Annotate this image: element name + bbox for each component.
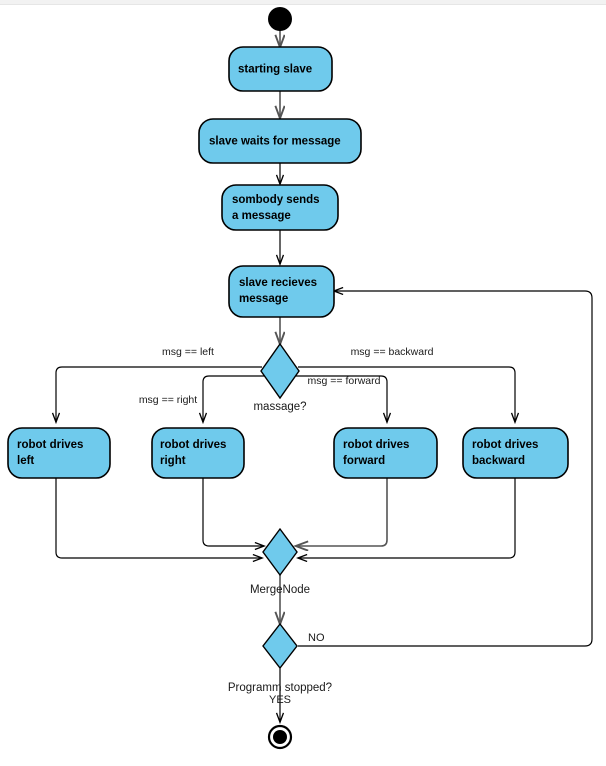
action-node-robot-drives-forward[interactable]: robot drives forward xyxy=(333,427,438,479)
edge-label-no: NO xyxy=(308,632,325,644)
top-strip xyxy=(0,0,606,5)
merge-node-label: MergeNode xyxy=(250,584,310,596)
action-node-starting-slave[interactable]: starting slave xyxy=(228,46,333,92)
action-robot-right-label-line1: robot drives xyxy=(160,439,226,451)
edge-no-loop-to-receive xyxy=(298,291,593,647)
edge-label-msg-backward: msg == backward xyxy=(351,346,434,358)
action-slave-waits-shape xyxy=(198,118,362,164)
action-starting-slave-shape xyxy=(228,46,333,92)
action-starting-slave-label: starting slave xyxy=(238,64,312,76)
action-robot-backward-label-line2: backward xyxy=(472,455,525,467)
edge-decision-to-left xyxy=(56,366,262,422)
edge-decision-to-forward xyxy=(294,375,387,422)
decision-node-program-stopped[interactable] xyxy=(262,622,298,670)
action-slave-recieves-label-line2: message xyxy=(239,293,288,305)
edge-decision-to-right xyxy=(203,375,266,422)
action-robot-forward-label-line1: robot drives xyxy=(343,439,409,451)
initial-node xyxy=(268,7,292,31)
action-sombody-sends-label-line2: a message xyxy=(232,210,291,222)
action-sombody-sends-label-line1: sombody sends xyxy=(232,194,320,206)
action-robot-backward-shape xyxy=(462,427,569,479)
action-robot-right-label-line2: right xyxy=(160,455,186,467)
action-slave-recieves-shape xyxy=(228,265,335,318)
edge-backward-to-merge xyxy=(298,478,516,558)
action-sombody-sends-shape xyxy=(221,184,339,231)
edge-decision-to-backward xyxy=(298,366,515,422)
decision-message-label: massage? xyxy=(253,401,306,413)
decision-program-stopped-label: Programm stopped? xyxy=(228,682,332,694)
action-robot-left-shape xyxy=(7,427,111,479)
edge-label-msg-forward: msg == forward xyxy=(308,375,381,387)
action-node-robot-drives-left[interactable]: robot drives left xyxy=(7,427,111,479)
action-slave-recieves-label-line1: slave recieves xyxy=(239,277,317,289)
final-node-dot xyxy=(273,730,287,744)
action-robot-right-shape xyxy=(151,427,245,479)
action-node-robot-drives-backward[interactable]: robot drives backward xyxy=(462,427,569,479)
decision-node-message[interactable] xyxy=(260,342,300,400)
action-node-robot-drives-right[interactable]: robot drives right xyxy=(151,427,245,479)
edge-label-yes: YES xyxy=(269,694,291,706)
edge-forward-to-merge xyxy=(296,478,388,546)
action-robot-forward-shape xyxy=(333,427,438,479)
action-robot-forward-label-line2: forward xyxy=(343,455,385,467)
action-robot-left-label-line1: robot drives xyxy=(17,439,83,451)
final-node xyxy=(267,724,293,750)
action-node-sombody-sends[interactable]: sombody sends a message xyxy=(221,184,339,231)
action-slave-waits-label: slave waits for message xyxy=(209,136,341,148)
merge-node[interactable] xyxy=(262,527,298,577)
edge-right-to-merge xyxy=(202,478,264,546)
action-robot-backward-label-line1: robot drives xyxy=(472,439,538,451)
edge-label-msg-left: msg == left xyxy=(162,346,214,358)
action-robot-left-label-line2: left xyxy=(17,455,34,467)
action-node-slave-recieves[interactable]: slave recieves message xyxy=(228,265,335,318)
action-node-slave-waits[interactable]: slave waits for message xyxy=(198,118,362,164)
edge-left-to-merge xyxy=(55,478,262,558)
edge-label-msg-right: msg == right xyxy=(139,394,197,406)
